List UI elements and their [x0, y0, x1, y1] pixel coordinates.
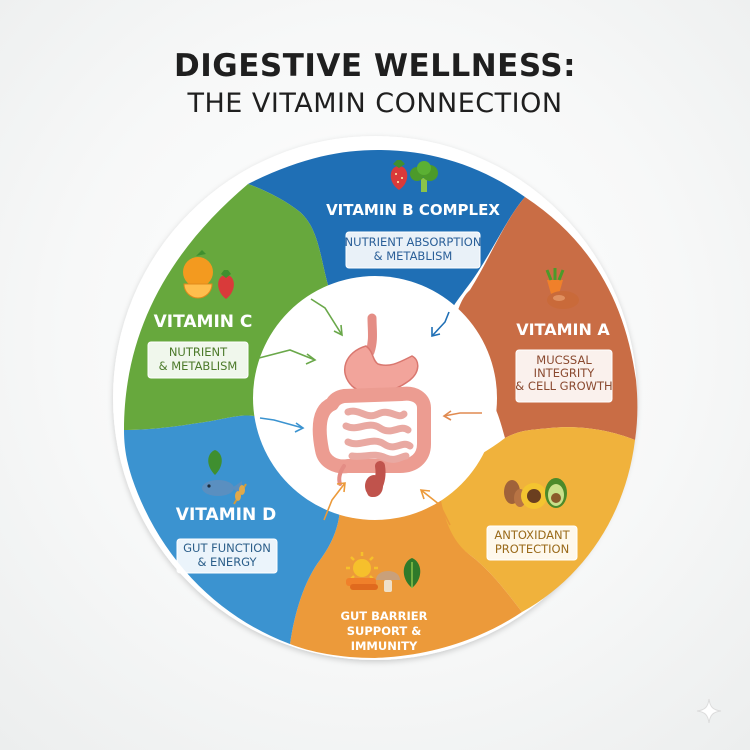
- segment-desc-box: [515, 349, 613, 403]
- broccoli-icon: [410, 161, 438, 192]
- sparkle-icon: [696, 698, 722, 724]
- segment-desc-line: SUPPORT &: [347, 624, 421, 638]
- avocado-icon: [545, 478, 567, 508]
- arrow-vitamin-c: [310, 298, 343, 336]
- arrow-vitamin-a: [443, 412, 482, 417]
- page-subtitle: THE VITAMIN CONNECTION: [187, 88, 563, 119]
- segment-desc-line: & ENERGY: [197, 555, 257, 569]
- sun-icon: [346, 552, 378, 590]
- segment-desc-line: NUTRIENT ABSORPTION: [345, 235, 482, 249]
- segment-desc-line: INTEGRITY: [534, 366, 596, 380]
- mushroom-icon: [376, 571, 400, 592]
- segment-desc-line: NUTRIENT: [169, 345, 228, 359]
- segment-desc-line: MUCSSAL: [536, 353, 592, 367]
- segment-desc-line: PROTECTION: [495, 542, 569, 556]
- segment-desc-box: [176, 538, 278, 574]
- segment-desc-line: & METABLISM: [374, 249, 453, 263]
- segment-desc-line: GUT BARRIER: [341, 609, 428, 623]
- segment-desc-box: [486, 525, 578, 561]
- arrow-vitamin-b: [431, 311, 450, 337]
- segment-desc-line: & METABLISM: [159, 359, 238, 373]
- strawberry-icon: [218, 270, 234, 299]
- segment-label-vitamin-d: VITAMIN D GUT FUNCTION& ENERGY: [176, 505, 278, 574]
- segment-desc-line: & CELL GROWTH: [515, 379, 612, 393]
- arrow-vitamin-e: [420, 489, 451, 526]
- sunflower-icon: [521, 483, 547, 509]
- strawberry-icon: [390, 160, 408, 190]
- segment-desc-line: ANTOXIDANT: [494, 528, 570, 542]
- segment-label-vitamin-c: VITAMIN C NUTRIENT& METABLISM: [147, 312, 253, 379]
- arrow-vitamin-gut: [323, 482, 346, 521]
- segment-desc-box: [345, 231, 481, 269]
- segment-vitamin-e: [440, 427, 635, 612]
- segment-desc-line: GUT FUNCTION: [183, 541, 271, 555]
- grain-icon: [233, 483, 247, 505]
- digestive-system-icon: [312, 313, 431, 497]
- segment-desc-box: [147, 341, 249, 379]
- leaf-icon: [208, 450, 222, 475]
- sweet-potato-icon: [547, 291, 579, 309]
- connector-arrows: [258, 298, 482, 526]
- arrow-vitamin-d: [259, 417, 304, 429]
- segment-desc-line: IMMUNITY: [351, 639, 418, 653]
- segment-title: VITAMIN D: [176, 505, 276, 525]
- segment-label-vitamin-b: VITAMIN B COMPLEX NUTRIENT ABSORPTION& ME…: [326, 201, 500, 269]
- segment-shape: [440, 427, 635, 612]
- orange-icon: [183, 250, 213, 299]
- segment-title: VITAMIN A: [516, 320, 610, 339]
- spinach-icon: [403, 558, 421, 588]
- segment-title: VITAMIN C: [154, 312, 253, 332]
- page-title: DIGESTIVE WELLNESS:: [173, 48, 576, 84]
- segment-title: VITAMIN B COMPLEX: [326, 201, 500, 219]
- arrow-vitamin-c-2: [258, 349, 316, 361]
